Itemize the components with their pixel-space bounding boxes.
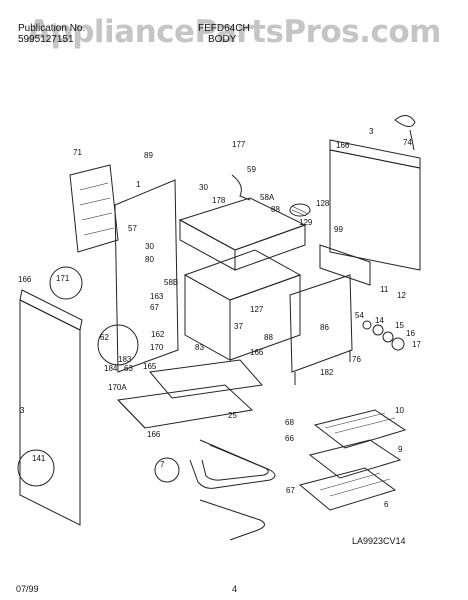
callout: 59: [247, 165, 256, 174]
callout: 57: [128, 224, 137, 233]
callout: 14: [375, 316, 384, 325]
hose-part: [231, 174, 251, 201]
callout: 10: [395, 406, 404, 415]
callout: 67: [286, 486, 295, 495]
callout: 163: [150, 292, 164, 301]
publication-label: Publication No.: [18, 23, 86, 34]
callout: 16: [406, 329, 415, 338]
callout: 25: [228, 411, 237, 420]
callout: 58B: [164, 278, 178, 287]
callout: 89: [144, 151, 153, 160]
oven-racks-part: [298, 409, 407, 511]
callout: 67: [150, 303, 159, 312]
callout: 63: [124, 364, 133, 373]
bake-element-part: [189, 439, 276, 541]
callout: 15: [395, 321, 404, 330]
cabinet-side-panel: [114, 179, 179, 373]
callout: 183: [118, 355, 132, 364]
section-title: BODY: [208, 34, 237, 45]
callout: 37: [234, 322, 243, 331]
footer-date: 07/99: [16, 584, 39, 594]
callout: 1: [136, 180, 141, 189]
callout: 30: [199, 183, 208, 192]
control-panel-part: [319, 244, 371, 286]
callout: 58A: [260, 193, 275, 202]
callout: 127: [250, 305, 264, 314]
callout: 88: [271, 205, 280, 214]
outer-door-panel: [329, 115, 421, 271]
callout: 54: [355, 311, 364, 320]
callout: 66: [285, 434, 294, 443]
callout: 171: [56, 274, 70, 283]
callout: 11: [380, 285, 389, 294]
oven-door-part: [19, 289, 83, 526]
oven-cavity-part: [183, 249, 302, 361]
callout: 74: [403, 138, 412, 147]
cooktop-part: [178, 197, 307, 271]
callout: 99: [334, 225, 343, 234]
model-number: FEFD64CH: [198, 23, 250, 34]
callout: 30: [145, 242, 154, 251]
callout: 129: [299, 218, 313, 227]
callout: 17: [412, 340, 421, 349]
callout: 184: [104, 364, 118, 373]
callout: 3: [369, 127, 374, 136]
diagram-code: LA9923CV14: [352, 536, 406, 546]
callout: 88: [264, 333, 273, 342]
callout: 80: [145, 255, 154, 264]
knob-141-part: [154, 457, 180, 483]
callout: 68: [285, 418, 294, 427]
callout: 83: [195, 343, 204, 352]
callout: 141: [32, 454, 46, 463]
callout: 162: [151, 330, 165, 339]
callout: 71: [73, 148, 82, 157]
callout: 86: [320, 323, 329, 332]
callout: 3: [20, 406, 25, 415]
light-assembly-parts: [362, 320, 405, 351]
callout: 166: [147, 430, 161, 439]
callout: 166: [250, 348, 264, 357]
callout: 178: [212, 196, 226, 205]
back-panel-part: [69, 164, 119, 253]
publication-number: 5995127151: [18, 34, 74, 45]
knob-part: [289, 203, 311, 217]
callout: 177: [232, 140, 246, 149]
callout: 7: [160, 460, 165, 469]
callout: 170A: [108, 383, 127, 392]
callout: 76: [352, 355, 361, 364]
callout: 12: [397, 291, 406, 300]
callout: 62: [100, 333, 109, 342]
callout: 9: [398, 445, 403, 454]
callout: 166: [336, 141, 350, 150]
drawer-part: [116, 359, 263, 429]
callout: 128: [316, 199, 330, 208]
callout: 182: [320, 368, 334, 377]
detail-circle-62: [97, 324, 139, 366]
detail-circle-171: [49, 266, 83, 300]
callout: 170: [150, 343, 164, 352]
callout: 166: [18, 275, 32, 284]
right-side-frame: [289, 274, 353, 385]
detail-circle-141: [17, 449, 55, 487]
page-number: 4: [232, 584, 238, 594]
callout: 6: [384, 500, 389, 509]
callout: 165: [143, 362, 157, 371]
